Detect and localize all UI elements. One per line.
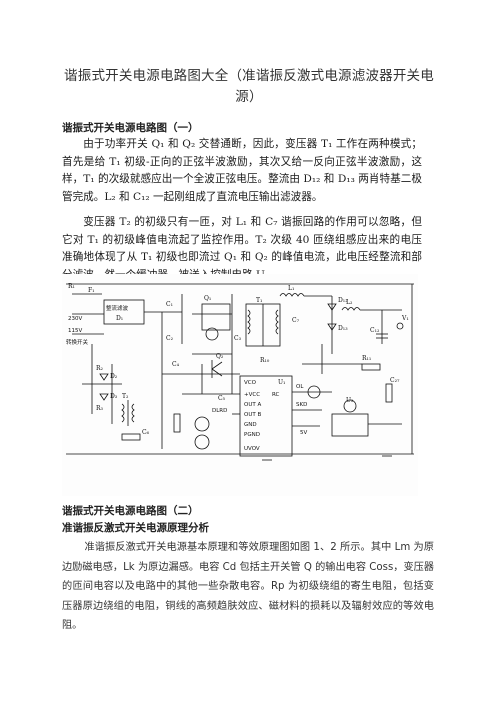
label-out-a: OUT A xyxy=(244,402,261,408)
label-u1: U₁ xyxy=(278,379,285,386)
label-rc: RC xyxy=(272,392,280,398)
body-paragraph: 准谐振反激式开关电源基本原理和等效原理图如图 1、2 所示。其中 Lm 为原边励… xyxy=(62,542,434,631)
section-heading-1: 谐振式开关电源电路图（一） xyxy=(62,122,199,134)
label-vco: VCO xyxy=(244,380,257,386)
section-heading-2: 谐振式开关电源电路图（二） xyxy=(62,505,199,517)
label-r1: R₁ xyxy=(68,283,75,290)
label-switch: 转换开关 xyxy=(66,338,89,346)
label-d13: D₁₃ xyxy=(338,325,348,332)
label-c1: C₁ xyxy=(166,301,173,308)
label-c4: C₄ xyxy=(172,361,180,368)
label-230v: 230V xyxy=(68,316,82,322)
scanned-paragraph-2: 变压器 T₂ 的初级只有一匝，对 L₁ 和 C₇ 谐振回路的作用可以忽略，但它对… xyxy=(62,216,422,274)
label-uvov: UVOV xyxy=(244,446,260,452)
label-gnd: GND xyxy=(244,422,257,428)
page-title: 谐振式开关电源电路图大全（准谐振反激式电源滤波器开关电源） xyxy=(64,68,434,105)
label-r3: R₃ xyxy=(96,405,104,412)
label-d3: D₃ xyxy=(110,393,118,400)
label-l1: L₁ xyxy=(288,285,294,292)
label-t2: T₂ xyxy=(122,393,129,400)
label-pgnd: PGND xyxy=(244,432,260,438)
label-f1: F₁ xyxy=(88,287,95,294)
label-d12: D₁₂ xyxy=(338,297,348,304)
label-v1: V₁ xyxy=(401,315,409,322)
label-l2: L₂ xyxy=(346,299,353,306)
label-rectifier: 整流滤波 xyxy=(106,304,129,312)
label-out-b: OUT B xyxy=(244,412,261,418)
label-vcc: +VCC xyxy=(244,392,260,398)
label-t1: T₁ xyxy=(256,297,262,304)
label-q2: Q₂ xyxy=(216,353,224,360)
label-c6: C₆ xyxy=(142,429,150,436)
label-u2: U₂ xyxy=(346,397,354,404)
label-ol: OL xyxy=(296,384,304,390)
label-c12: C₁₂ xyxy=(370,327,380,334)
label-r11: R₁₁ xyxy=(362,355,371,362)
label-r10: R₁₀ xyxy=(260,357,270,364)
label-q1: Q₁ xyxy=(204,295,211,302)
circuit-diagram: R₁ F₁ 整流滤波 D₁ 230V 115V 转换开关 R₂ R₃ D₂ D₃… xyxy=(62,274,418,496)
label-c3: C₃ xyxy=(234,335,242,342)
label-c7: C₇ xyxy=(292,317,300,324)
label-skd: SKD xyxy=(296,402,307,408)
label-5v: 5V xyxy=(300,430,307,436)
label-d1: D₁ xyxy=(116,315,123,322)
label-r2: R₂ xyxy=(96,365,104,372)
label-c27: C₂₇ xyxy=(390,377,400,384)
scanned-paragraph-1: 由于功率开关 Q₁ 和 Q₂ 交替通断，因此，变压器 T₁ 工作在两种模式；首先… xyxy=(62,138,422,203)
label-c2: C₂ xyxy=(166,335,174,342)
label-dlrd: DLRD xyxy=(212,408,227,414)
label-115v: 115V xyxy=(68,328,82,334)
label-c5: C₅ xyxy=(218,395,226,402)
section-heading-3: 准谐振反激式开关电源原理分析 xyxy=(62,522,209,534)
label-d2: D₂ xyxy=(110,373,118,380)
